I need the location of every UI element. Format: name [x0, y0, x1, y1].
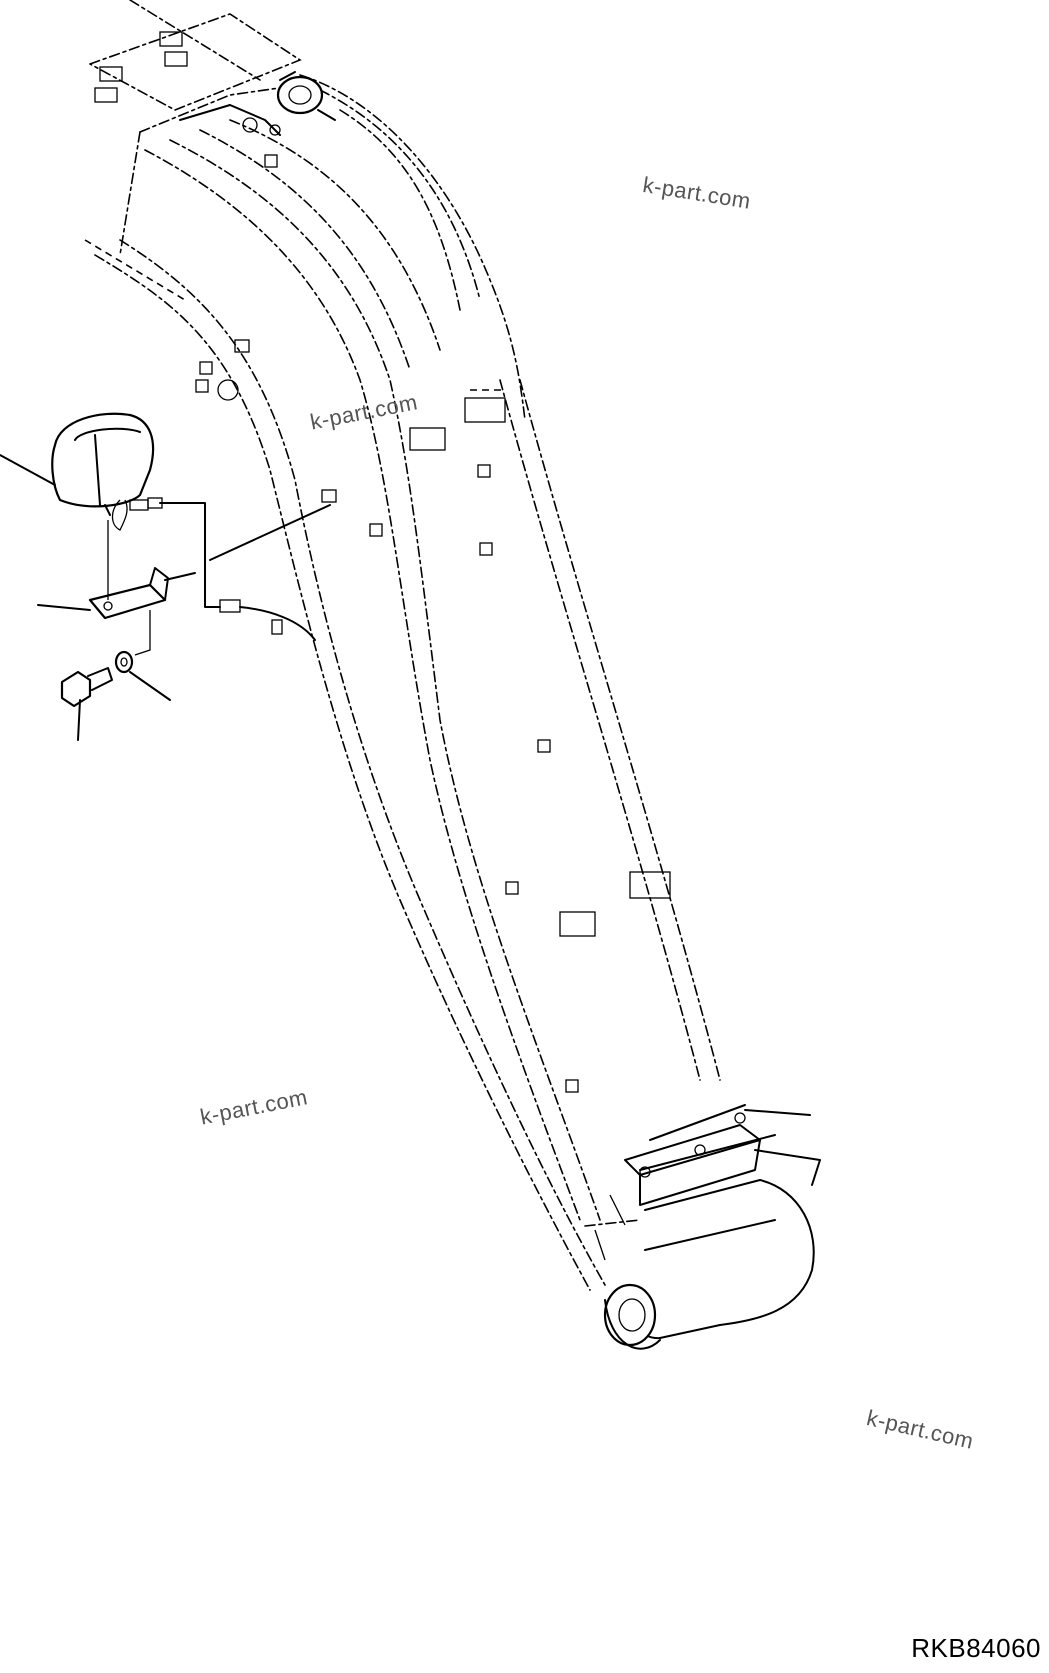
boom-foot [603, 1134, 815, 1350]
boom-top-boss [179, 71, 336, 136]
clamps [94, 31, 671, 1093]
boom-outline [84, 0, 721, 1291]
drawing-code: RKB84060 [911, 1633, 1041, 1663]
lower-bracket [594, 1104, 821, 1261]
work-lamp-assembly [0, 412, 331, 741]
